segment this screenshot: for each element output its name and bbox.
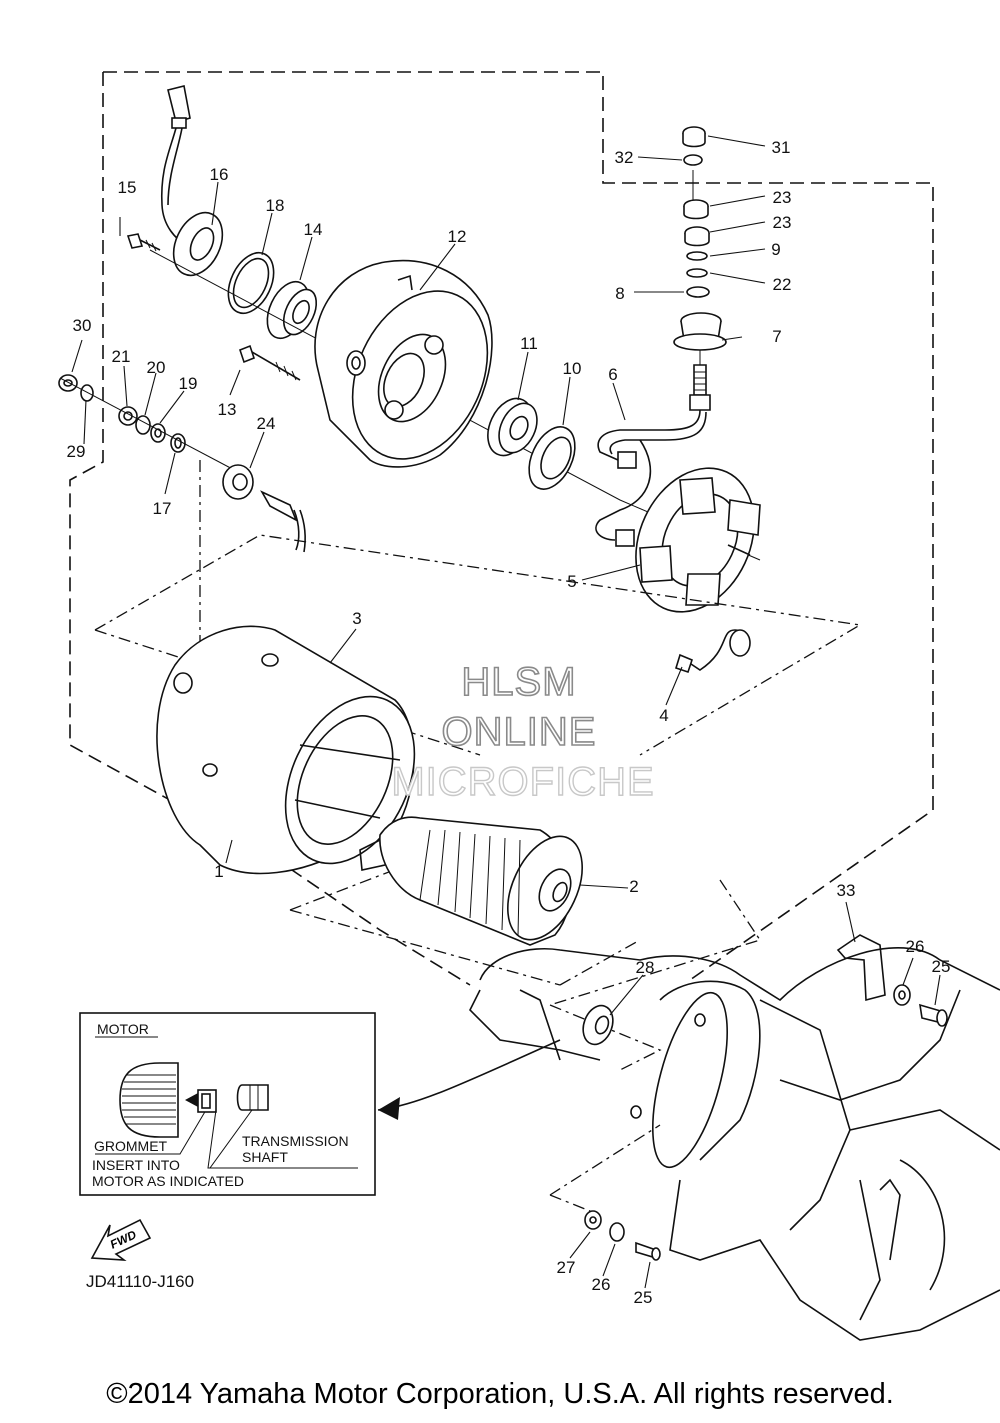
callout-23a: 23 [773, 188, 792, 207]
inset-insert-line-1: INSERT INTO [92, 1157, 180, 1173]
callout-18: 18 [266, 196, 285, 215]
transmission-housing [469, 947, 1000, 1341]
callout-11: 11 [520, 334, 538, 353]
brush-holder-5 [635, 467, 761, 613]
callout-10: 10 [563, 359, 582, 378]
grommet-28 [582, 1004, 614, 1046]
terminal-bolt-24 [222, 464, 306, 553]
sensor-plate [172, 211, 224, 277]
callout-19: 19 [179, 374, 198, 393]
callout-7: 7 [772, 327, 781, 346]
callout-9: 9 [771, 240, 780, 259]
washer-26-top [893, 984, 911, 1006]
callout-12: 12 [448, 227, 467, 246]
callout-1: 1 [214, 862, 223, 881]
callout-24: 24 [257, 414, 276, 433]
callout-2: 2 [629, 877, 638, 896]
sensor-lead-wire [160, 85, 191, 246]
bearing-holder-14 [266, 280, 318, 340]
inset-insert-line-2: MOTOR AS INDICATED [92, 1173, 244, 1189]
callout-8: 8 [615, 284, 624, 303]
callout-32: 32 [615, 148, 634, 167]
watermark-line-2: ONLINE [442, 710, 597, 754]
callout-23b: 23 [773, 213, 792, 232]
callout-13: 13 [218, 400, 237, 419]
callout-20: 20 [147, 358, 166, 377]
terminal-stack-right [673, 126, 727, 411]
rear-cover-12 [314, 259, 493, 468]
callout-26b: 26 [592, 1275, 611, 1294]
callout-3: 3 [352, 609, 361, 628]
callout-22: 22 [773, 275, 792, 294]
bracket-33 [836, 934, 886, 1002]
bolt-25-bottom [635, 1241, 661, 1261]
inset-transmission-line-1: TRANSMISSION [242, 1133, 349, 1149]
callout-28: 28 [636, 958, 655, 977]
callout-4: 4 [659, 706, 668, 725]
washer-27-bottom [584, 1210, 602, 1230]
callout-31: 31 [772, 138, 791, 157]
diagram-code: JD41110-J160 [86, 1272, 194, 1291]
fwd-arrow-icon [90, 1218, 152, 1261]
oil-seal-10 [528, 426, 576, 490]
callout-21: 21 [112, 347, 131, 366]
armature-2 [359, 816, 583, 946]
watermark: HLSM ONLINE MICROFICHE [391, 659, 655, 805]
copyright-notice: ©2014 Yamaha Motor Corporation, U.S.A. A… [106, 1378, 894, 1410]
inset-labels: MOTOR GROMMET INSERT INTO MOTOR AS INDIC… [92, 1021, 349, 1189]
callout-labels: 16 15 18 14 12 30 21 20 19 13 24 29 17 1… [67, 138, 951, 1307]
inset-motor-label: MOTOR [97, 1021, 149, 1037]
watermark-line-1: HLSM [461, 660, 576, 704]
callout-16: 16 [210, 165, 229, 184]
assembly-boundary [69, 71, 934, 986]
inset-transmission-line-2: SHAFT [242, 1149, 288, 1165]
callout-25b: 25 [634, 1288, 653, 1307]
bolt-15 [126, 233, 161, 252]
callout-26a: 26 [906, 937, 925, 956]
callout-5: 5 [567, 572, 576, 591]
yoke-housing-3 [156, 625, 416, 875]
bearing-11 [487, 397, 538, 457]
callout-6: 6 [608, 365, 617, 384]
callout-17: 17 [153, 499, 172, 518]
callout-29: 29 [67, 442, 86, 461]
through-bolt-13 [239, 344, 301, 381]
callout-15: 15 [118, 178, 137, 197]
callout-25a: 25 [932, 957, 951, 976]
brush-lead-6 [595, 409, 707, 547]
terminal-hardware-left [58, 374, 241, 474]
inset-grommet-label: GROMMET [94, 1138, 168, 1154]
callout-33: 33 [837, 881, 856, 900]
brush-spring-4 [675, 629, 751, 674]
watermark-line-3: MICROFICHE [391, 760, 654, 804]
callout-30: 30 [73, 316, 92, 335]
leader-lines [71, 135, 941, 1289]
callout-14: 14 [304, 220, 323, 239]
grommet-inset [79, 1012, 561, 1196]
lockwasher-26-bottom [609, 1222, 625, 1242]
callout-27: 27 [557, 1258, 576, 1277]
bolt-25-top [919, 1003, 948, 1027]
